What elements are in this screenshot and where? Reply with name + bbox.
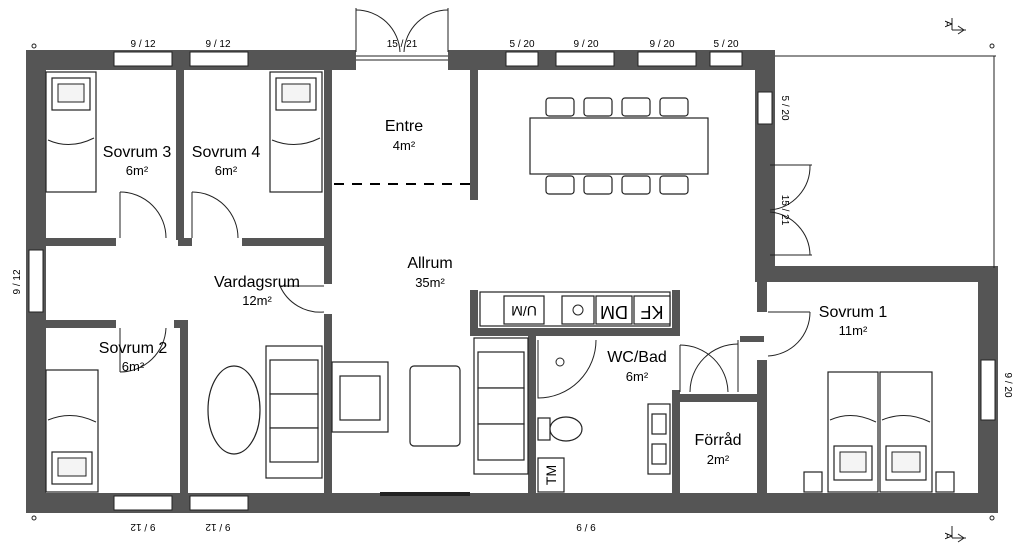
oval-table [207, 365, 261, 455]
room-name-vardagsrum: Vardagsrum [214, 274, 300, 291]
room-area-entre: 4m² [393, 138, 416, 153]
window-label-top3: 5 / 20 [509, 39, 534, 50]
kitchen-counter [479, 291, 671, 327]
sofa-allrum [473, 337, 529, 475]
washbasin-shelf [647, 403, 671, 475]
toilet [537, 416, 583, 442]
section-marker-top: A [942, 18, 966, 35]
window-label-top4: 9 / 20 [573, 39, 598, 50]
window-label-right1: 5 / 20 [779, 95, 790, 120]
room-name-wcbad: WC/Bad [607, 349, 667, 366]
bed-sovrum3 [45, 71, 97, 193]
shower [537, 339, 597, 399]
room-area-wcbad: 6m² [626, 369, 649, 384]
interior-walls [46, 70, 767, 494]
room-area-vardagsrum: 12m² [242, 293, 272, 308]
room-name-allrum: Allrum [407, 255, 452, 272]
room-area-sovrum3: 6m² [126, 163, 149, 178]
window-label-bottom3: 9 / 9 [576, 521, 596, 532]
window-label-bottom1: 9 / 12 [130, 521, 155, 532]
door-label-right: 15 / 21 [779, 195, 790, 226]
window-label-left1: 9 / 12 [12, 269, 23, 294]
window-label-top5: 9 / 20 [649, 39, 674, 50]
bed-sovrum1-right [879, 371, 933, 493]
corner-marks [31, 43, 995, 521]
room-name-sovrum4: Sovrum 4 [192, 144, 261, 161]
sofa-vardagsrum [265, 345, 323, 479]
room-area-sovrum1: 11m² [839, 323, 868, 338]
doors [119, 8, 812, 393]
room-area-forrad: 2m² [707, 452, 730, 467]
coffee-table-allrum [409, 365, 461, 447]
window-label-bottom2: 9 / 12 [205, 521, 230, 532]
room-name-entre: Entre [385, 118, 423, 135]
svg-text:A: A [942, 533, 953, 540]
window-label-right2: 9 / 20 [1002, 372, 1013, 397]
window-label-top1: 9 / 12 [130, 39, 155, 50]
room-name-forrad: Förråd [694, 431, 741, 449]
washing-machine [537, 457, 565, 493]
kf-label: KF [640, 302, 663, 322]
tm-label: TM [543, 465, 559, 485]
room-name-sovrum3: Sovrum 3 [103, 144, 172, 161]
room-name-sovrum2: Sovrum 2 [99, 340, 168, 357]
bed-sovrum4 [269, 71, 323, 193]
room-name-sovrum1: Sovrum 1 [819, 304, 888, 321]
door-label-top: 15 / 21 [387, 39, 418, 50]
nightstand-sovrum1 [803, 471, 955, 493]
window-label-top2: 9 / 12 [205, 39, 230, 50]
dining-table [529, 97, 709, 195]
um-label: U/M [511, 303, 537, 319]
armchair-allrum [331, 361, 389, 433]
room-area-sovrum2: 6m² [122, 359, 145, 374]
windows [28, 51, 996, 511]
dm-label: DM [600, 302, 628, 322]
window-label-top6: 5 / 20 [713, 39, 738, 50]
room-area-allrum: 35m² [415, 275, 445, 290]
bed-sovrum2 [45, 369, 99, 493]
room-area-sovrum4: 6m² [215, 163, 238, 178]
section-marker-bottom: A [942, 526, 966, 543]
svg-text:A: A [942, 21, 953, 28]
bed-sovrum1-left [827, 371, 879, 493]
